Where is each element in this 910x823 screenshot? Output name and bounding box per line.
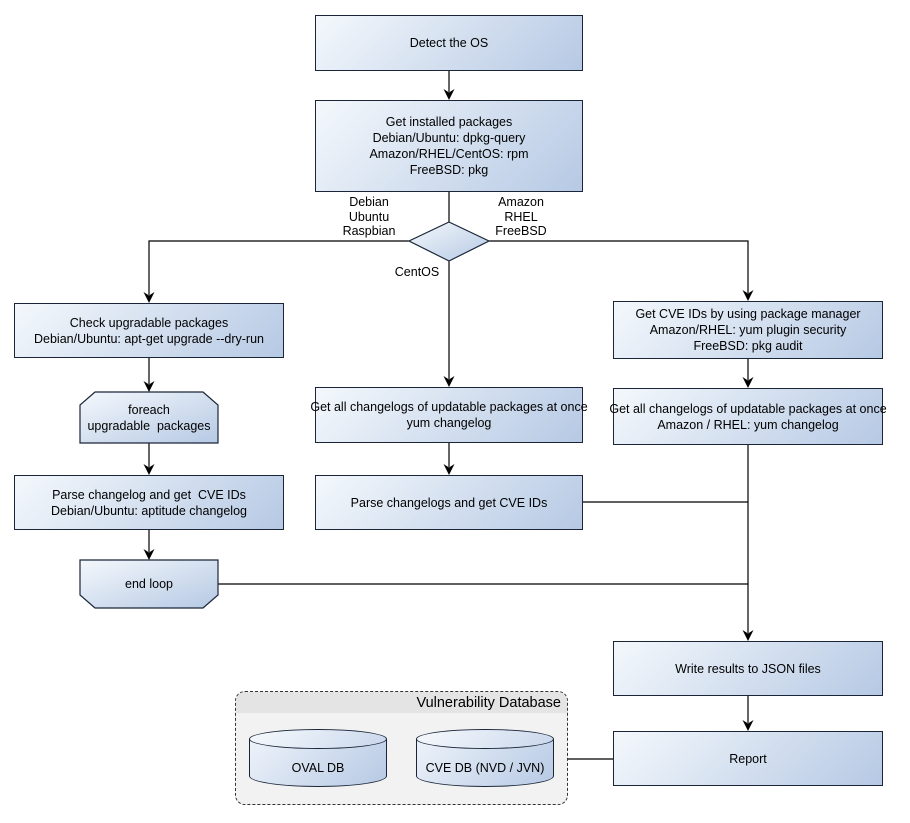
cylinder-top xyxy=(249,729,387,749)
node-write-results-json: Write results to JSON files xyxy=(613,641,883,696)
node-detect-os: Detect the OS xyxy=(315,15,583,71)
node-get-cve-ids-package-manager: Get CVE IDs by using package manager Ama… xyxy=(613,301,883,359)
node-parse-changelogs-centos: Parse changelogs and get CVE IDs xyxy=(315,475,583,530)
node-text: Write results to JSON files xyxy=(675,661,821,676)
node-get-installed-packages: Get installed packages Debian/Ubuntu: dp… xyxy=(315,100,583,192)
node-text: Debian/Ubuntu: apt-get upgrade --dry-run xyxy=(34,331,264,346)
node-parse-changelog-debian: Parse changelog and get CVE IDs Debian/U… xyxy=(14,475,284,530)
node-get-changelogs-centos: Get all changelogs of updatable packages… xyxy=(310,387,588,443)
node-text: Parse changelogs and get CVE IDs xyxy=(350,495,548,510)
node-text: Report xyxy=(729,751,767,766)
node-foreach-upgradable-packages: foreach upgradable packages xyxy=(80,392,218,443)
arrowhead xyxy=(443,376,455,387)
arrowhead xyxy=(443,464,455,475)
node-text: Amazon/RHEL: yum plugin security xyxy=(649,323,847,337)
edge-label-centos-branch: CentOS xyxy=(394,265,440,279)
arrowhead xyxy=(143,381,155,392)
oval-db-cylinder: OVAL DB xyxy=(249,729,387,787)
node-text: Get all changelogs of updatable packages… xyxy=(310,400,588,414)
arrowhead xyxy=(443,89,455,100)
vulnerability-database-title: Vulnerability Database xyxy=(236,692,567,713)
node-text: Check upgradable packages xyxy=(69,315,229,330)
arrowhead xyxy=(742,720,754,731)
arrowhead xyxy=(143,549,155,560)
node-text: foreach xyxy=(128,402,170,417)
node-end-loop: end loop xyxy=(80,560,218,608)
node-text: Get CVE IDs by using package manager xyxy=(635,307,861,321)
node-text: Amazon/RHEL/CentOS: rpm xyxy=(369,147,529,161)
node-text: Debian/Ubuntu: aptitude changelog xyxy=(51,503,247,518)
edge-label-debian-branch: Debian Ubuntu Raspbian xyxy=(342,195,396,238)
cylinder-top xyxy=(416,729,554,749)
node-text: FreeBSD: pkg xyxy=(409,163,489,177)
connector-decision-to-rhel-branch xyxy=(489,240,749,293)
node-get-changelogs-rhel: Get all changelogs of updatable packages… xyxy=(609,388,887,445)
node-text: Parse changelog and get CVE IDs xyxy=(52,487,246,502)
node-text: yum changelog xyxy=(406,416,492,430)
node-text: FreeBSD: pkg audit xyxy=(693,339,803,353)
node-text: Detect the OS xyxy=(409,36,489,50)
cve-db-cylinder: CVE DB (NVD / JVN) xyxy=(416,729,554,787)
node-text: upgradable packages xyxy=(87,418,211,433)
os-decision-diamond xyxy=(407,221,491,262)
node-check-upgradable-packages: Check upgradable packages Debian/Ubuntu:… xyxy=(14,303,284,358)
node-text: Debian/Ubuntu: dpkg-query xyxy=(372,131,526,145)
arrowhead xyxy=(742,377,754,388)
arrowhead xyxy=(742,630,754,641)
arrowhead xyxy=(143,464,155,475)
arrowhead xyxy=(143,292,155,303)
cylinder-label: OVAL DB xyxy=(291,761,345,775)
node-text: Get installed packages xyxy=(385,115,513,129)
connector-decision-to-debian-branch xyxy=(148,240,409,295)
node-report: Report xyxy=(613,731,883,786)
edge-label-rhel-branch: Amazon RHEL FreeBSD xyxy=(495,195,547,238)
node-text: Get all changelogs of updatable packages… xyxy=(609,401,887,416)
cylinder-label: CVE DB (NVD / JVN) xyxy=(425,761,545,775)
arrowhead xyxy=(742,290,754,301)
node-text: end loop xyxy=(125,577,173,591)
node-text: Amazon / RHEL: yum changelog xyxy=(657,417,839,432)
